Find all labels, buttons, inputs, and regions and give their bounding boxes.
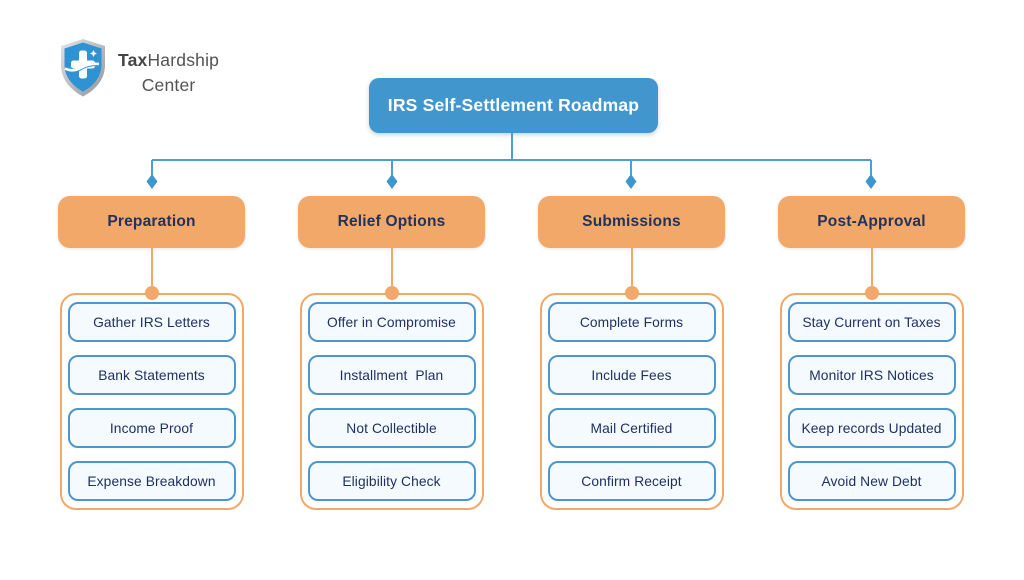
roadmap-step-item: Eligibility Check [307,461,476,501]
connector-dot [864,286,879,300]
column-relief-options: Relief Options Offer in Compromise Insta… [298,196,485,510]
roadmap-step-item: Installment Plan [307,355,476,395]
brand-name-rest: Hardship [147,50,220,70]
column-header-submissions: Submissions [538,196,725,248]
roadmap-step-item: Stay Current on Taxes [787,302,956,342]
roadmap-step-item: Expense Breakdown [67,461,236,501]
step-list-relief-options: Offer in Compromise Installment Plan Not… [299,293,484,510]
roadmap-step-item: Monitor IRS Notices [787,355,956,395]
column-submissions: Submissions Complete Forms Include Fees … [538,196,725,510]
roadmap-step-item: Mail Certified [547,408,716,448]
roadmap-step-item: Income Proof [67,408,236,448]
connector-dot [624,286,639,300]
brand-logo: TaxHardship Center [58,38,219,98]
roadmap-title: IRS Self-Settlement Roadmap [369,78,658,133]
step-list-preparation: Gather IRS Letters Bank Statements Incom… [59,293,244,510]
column-preparation: Preparation Gather IRS Letters Bank Stat… [58,196,245,510]
column-header-relief-options: Relief Options [298,196,485,248]
roadmap-step-item: Include Fees [547,355,716,395]
brand-name-line2: Center [141,75,196,95]
arrow-diamond-icon [146,174,158,189]
shield-medical-cross-icon [61,39,105,97]
step-list-post-approval: Stay Current on Taxes Monitor IRS Notice… [779,293,964,510]
connector-dot [384,286,399,300]
brand-name-bold: Tax [118,50,148,70]
roadmap-step-item: Keep records Updated [787,408,956,448]
arrow-diamond-icon [625,174,637,189]
orange-connector [778,248,965,293]
arrow-diamond-icon [865,174,877,189]
column-header-preparation: Preparation [58,196,245,248]
roadmap-step-item: Gather IRS Letters [67,302,236,342]
arrow-diamond-icon [386,174,398,189]
orange-connector [538,248,725,293]
brand-name-line1: TaxHardship [118,48,219,73]
roadmap-step-item: Avoid New Debt [787,461,956,501]
roadmap-step-item: Confirm Receipt [547,461,716,501]
column-header-post-approval: Post-Approval [778,196,965,248]
step-list-submissions: Complete Forms Include Fees Mail Certifi… [539,293,724,510]
orange-connector [298,248,485,293]
orange-connector [58,248,245,293]
connector-dot [144,286,159,300]
roadmap-step-item: Complete Forms [547,302,716,342]
roadmap-step-item: Bank Statements [67,355,236,395]
roadmap-step-item: Offer in Compromise [307,302,476,342]
brand-name: TaxHardship Center [118,48,219,98]
roadmap-step-item: Not Collectible [307,408,476,448]
column-post-approval: Post-Approval Stay Current on Taxes Moni… [778,196,965,510]
